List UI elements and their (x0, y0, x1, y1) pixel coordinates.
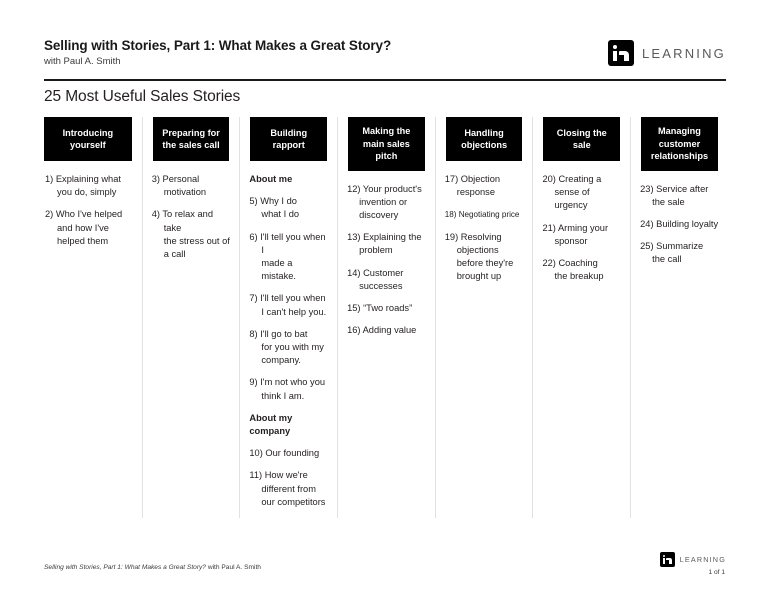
column-body: About me 5) Why I do what I do 6) I'll tel… (248, 173, 329, 509)
column-body: 12) Your product's invention or discover… (346, 183, 427, 338)
column-heading: Closing the sale (543, 117, 621, 161)
footer-logo-block: LEARNING 1 of 1 (659, 552, 726, 576)
story-column: Handling objections 17) Objection respons… (434, 117, 533, 519)
story-item: 20) Creating a sense of urgency (542, 174, 602, 211)
story-item: 8) I'll go to bat for you with my compan… (249, 328, 324, 366)
story-item: 14) Customer successes (347, 267, 404, 291)
column-heading: Handling objections (445, 117, 523, 161)
story-item: 13) Explaining the problem (347, 232, 422, 256)
story-item: 25) Summarize the call (640, 241, 704, 265)
story-item: 1) Explaining what you do, simply (45, 174, 121, 198)
course-author: with Paul A. Smith (44, 56, 121, 67)
story-item: 3) Personal motivation (151, 174, 207, 198)
story-item: 15) “Two roads” (347, 302, 413, 313)
linkedin-in-icon-footer (659, 552, 675, 567)
footer-caption: Selling with Stories, Part 1: What Makes… (44, 563, 261, 572)
story-item: 22) Coaching the breakup (542, 258, 604, 282)
story-item: 24) Building loyalty (640, 218, 719, 229)
columns-container: Introducing yourself 1) Explaining what y… (44, 117, 728, 519)
footer-course-title: Selling with Stories, Part 1: What Makes… (44, 564, 206, 571)
story-column: Preparing for the sales call 3) Personal … (141, 117, 240, 519)
story-item: 2) Who I've helped and how I've helped t… (45, 209, 123, 246)
column-heading: Making the main sales pitch (348, 117, 425, 171)
column-subheading: About my company (249, 412, 293, 437)
column-heading: Introducing yourself (44, 117, 132, 161)
story-item: 4) To relax and take the stress out of a… (151, 209, 230, 260)
footer-brand-wordmark: LEARNING (679, 555, 726, 564)
page-indicator: 1 of 1 (708, 569, 726, 576)
column-body: 3) Personal motivation 4) To relax and ta… (151, 173, 232, 261)
brand-wordmark: LEARNING (641, 45, 726, 61)
story-column: Closing the sale 20) Creating a sense of … (532, 117, 630, 519)
slide-title: 25 Most Useful Sales Stories (44, 88, 241, 105)
story-item: 7) I'll tell you when I can't help you. (249, 293, 327, 317)
column-body: 23) Service after the sale 24) Building l… (639, 183, 720, 267)
footer-author: with Paul A. Smith (205, 564, 261, 571)
story-item: 9) I'm not who you think I am. (249, 377, 326, 401)
story-item: 12) Your product's invention or discover… (347, 183, 422, 220)
column-body: 1) Explaining what you do, simply 2) Who … (44, 173, 134, 248)
column-heading: Building rapport (250, 117, 328, 161)
linkedin-in-icon (607, 40, 634, 66)
column-heading: Preparing for the sales call (152, 117, 230, 161)
story-item: 10) Our founding (249, 448, 320, 459)
slide-header: Selling with Stories, Part 1: What Makes… (44, 38, 726, 74)
column-subheading: About me (249, 174, 293, 184)
column-heading: Managing customer relationships (641, 117, 718, 171)
story-item: 5) Why I do what I do (249, 196, 300, 220)
story-item: 21) Arming your sponsor (542, 222, 609, 246)
story-item: 17) Objection response (444, 174, 501, 198)
column-body: 20) Creating a sense of urgency 21) Armin… (541, 173, 622, 283)
header-divider (44, 79, 726, 81)
story-column: Introducing yourself 1) Explaining what y… (44, 117, 142, 518)
story-column: Managing customer relationships 23) Servi… (630, 117, 728, 519)
story-column: Making the main sales pitch 12) Your prod… (337, 117, 435, 519)
linkedin-learning-logo: LEARNING (607, 40, 726, 66)
story-item: 6) I'll tell you when I made a mistake. (249, 231, 326, 282)
story-item: 19) Resolving objections before they're … (444, 231, 514, 282)
story-item: 16) Adding value (347, 325, 417, 336)
column-body: 17) Objection response 18) Negotiating pr… (444, 173, 525, 283)
story-item: 23) Service after the sale (640, 183, 709, 207)
story-item: 18) Negotiating price (444, 210, 520, 220)
story-item: 11) How we're different from our competi… (249, 470, 326, 507)
course-title: Selling with Stories, Part 1: What Makes… (44, 38, 392, 53)
